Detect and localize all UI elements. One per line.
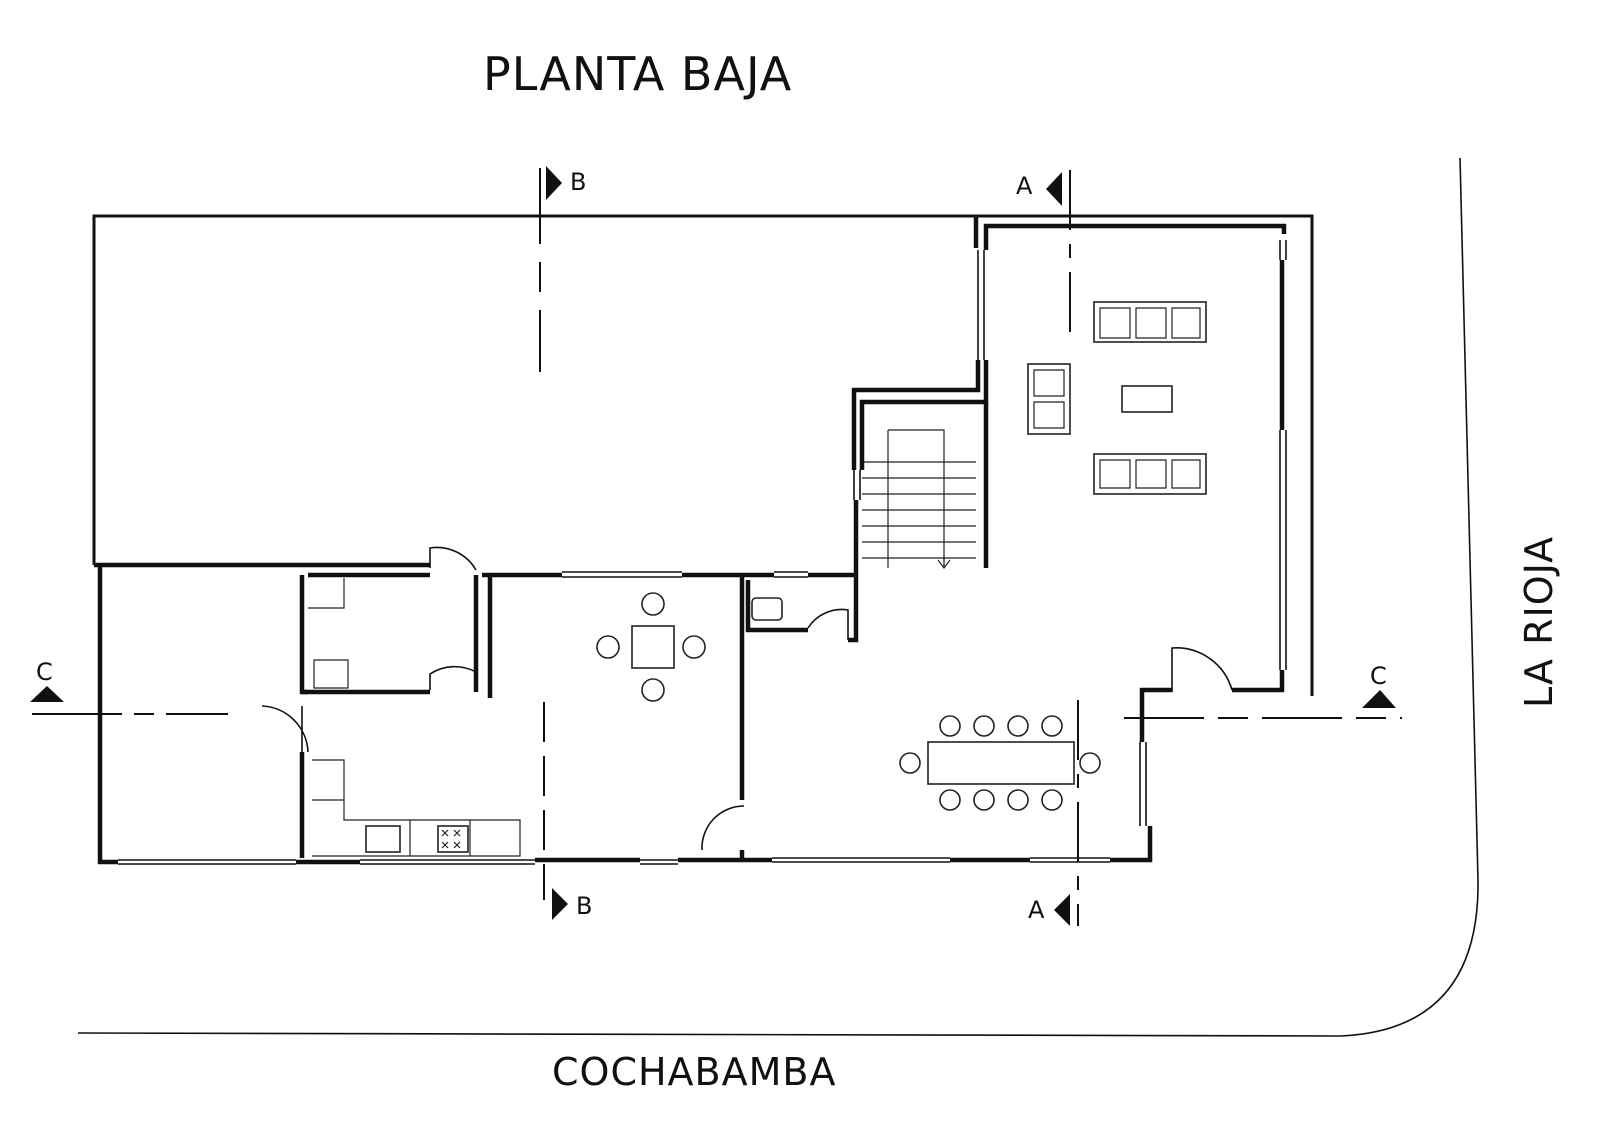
section-label-a-top: A — [1016, 172, 1033, 200]
stair-arrow — [937, 556, 951, 569]
street-label-cochabamba: COCHABAMBA — [552, 1050, 836, 1094]
table — [927, 741, 1075, 785]
kitchen — [308, 578, 783, 857]
street-label-la-rioja: LA RIOJA — [1517, 536, 1561, 708]
section-marker-b-top-icon — [546, 166, 562, 200]
chair — [973, 715, 995, 737]
wall — [1139, 687, 1172, 742]
section-marker-b-bottom-icon — [552, 888, 568, 920]
lot-boundary — [92, 214, 1314, 696]
chair — [939, 789, 961, 811]
window — [562, 571, 682, 578]
door-swing — [807, 608, 849, 640]
chair — [1007, 715, 1029, 737]
stair — [862, 429, 976, 569]
armchair — [1027, 363, 1071, 435]
sofa-top — [1093, 301, 1207, 343]
section-marker-c-right-icon — [1362, 690, 1396, 708]
section-label-c-right: C — [1370, 662, 1387, 690]
chair — [1079, 752, 1101, 774]
window — [977, 250, 985, 360]
wall — [299, 575, 430, 695]
lot-line-top-left — [92, 214, 976, 565]
section-marker-c-left-icon — [30, 686, 64, 702]
chair — [682, 635, 706, 659]
door-swing — [261, 705, 309, 753]
sofa-bottom — [1093, 453, 1207, 495]
chair — [1007, 789, 1029, 811]
chair — [1041, 789, 1063, 811]
wall — [745, 580, 808, 633]
dining-table — [899, 715, 1101, 811]
lot-line-top-right — [976, 214, 1314, 696]
chair — [641, 678, 665, 702]
window — [360, 859, 535, 865]
door-swing — [701, 805, 745, 851]
section-lines — [32, 168, 1402, 926]
section-label-b-top: B — [570, 168, 586, 196]
wall — [1110, 826, 1153, 863]
stair-treads — [862, 429, 976, 568]
window — [1279, 240, 1287, 260]
table — [631, 625, 675, 669]
section-label-c-left: C — [36, 658, 53, 686]
window — [118, 859, 296, 865]
wall — [97, 565, 118, 865]
door-swing — [1171, 647, 1233, 692]
chair — [641, 592, 665, 616]
window — [772, 857, 950, 863]
door-swing — [429, 665, 477, 690]
armchair-cushions — [1033, 369, 1065, 429]
window — [640, 859, 678, 865]
kitchen-counter — [312, 759, 521, 857]
chair — [596, 635, 620, 659]
sink-icon — [365, 825, 401, 853]
chair — [939, 715, 961, 737]
wall — [1232, 670, 1285, 693]
sofa-cushions — [1099, 459, 1201, 489]
living-room-furniture — [1027, 301, 1207, 495]
wall — [482, 572, 562, 698]
street-lines — [77, 157, 1479, 1037]
wall — [299, 689, 308, 858]
street-curb-line — [77, 157, 1479, 1037]
wall — [848, 500, 859, 643]
wall — [983, 223, 1287, 250]
section-label-a-bottom: A — [1028, 896, 1045, 924]
wall — [859, 360, 989, 470]
chair — [973, 789, 995, 811]
interior-walls — [299, 571, 856, 860]
toilet-icon — [751, 597, 783, 621]
stove-burners-icon — [441, 829, 461, 849]
breakfast-table — [596, 592, 706, 702]
section-marker-a-top-icon — [1046, 172, 1062, 206]
window — [1030, 857, 1110, 863]
doors — [261, 546, 1233, 851]
door-swing — [429, 546, 477, 571]
wall — [851, 360, 981, 470]
window — [774, 571, 808, 578]
plan-title: PLANTA BAJA — [483, 47, 792, 101]
window — [1279, 430, 1287, 670]
exterior-walls — [94, 216, 1287, 865]
coffee-table — [1121, 385, 1173, 413]
section-marker-a-bottom-icon — [1054, 894, 1070, 926]
chair — [1041, 715, 1063, 737]
sofa-cushions — [1099, 307, 1201, 339]
chair — [899, 752, 921, 774]
window — [853, 470, 861, 500]
section-label-b-bottom: B — [576, 892, 592, 920]
laundry-counter — [308, 578, 349, 689]
window — [1139, 742, 1147, 826]
section-markers: B A B A C C — [30, 166, 1396, 926]
